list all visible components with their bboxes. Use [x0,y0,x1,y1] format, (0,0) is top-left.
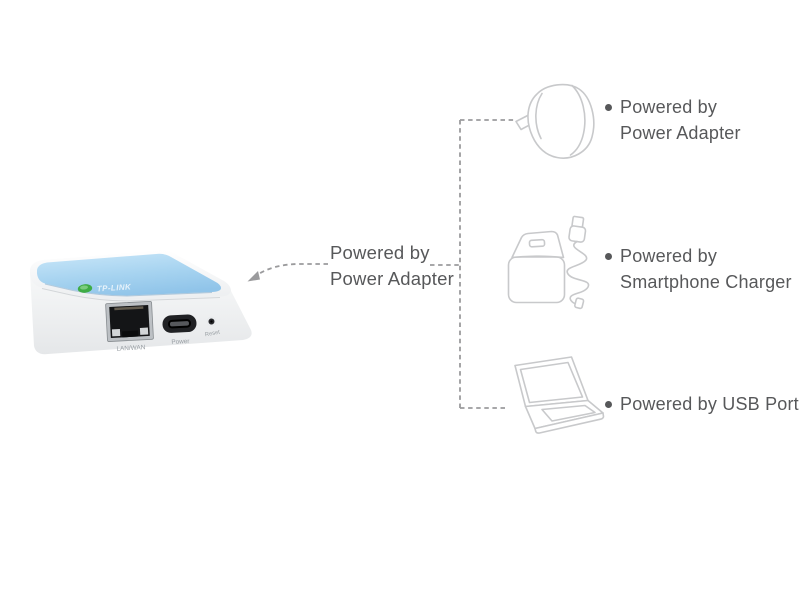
connector-label: Powered by Power Adapter [330,240,454,292]
option-line: Powered by [620,97,718,117]
bullet-icon [605,104,612,111]
router-device: TP-LINK LAN/WAN Power [30,250,252,355]
option-line: Powered by [620,246,718,266]
power-port-label: Power [171,338,190,346]
blue-groove-line [44,283,213,297]
option-smartphone-charger: Powered by Smartphone Charger [605,243,792,295]
dashed-connectors [256,119,515,409]
bullet-icon [605,253,612,260]
rim-shadow-line [41,288,221,302]
option-usb-port: Powered by USB Port [605,391,799,417]
micro-usb-port: Power [162,314,197,346]
option-line: Powered by USB Port [620,394,799,414]
usb-cable-icon [566,215,590,310]
dashed-line-to-router [256,263,328,276]
reset-label: Reset [204,330,220,339]
led-indicator [77,284,93,293]
smartphone-charger-icon [507,230,566,304]
bullet-icon [605,401,612,408]
power-adapter-icon [515,83,595,159]
connector-label-line: Powered by [330,242,430,263]
reset-button: Reset [204,316,221,338]
ethernet-port: LAN/WAN [105,300,154,353]
laptop-icon [514,356,605,434]
option-power-adapter: Powered by Power Adapter [605,94,741,146]
arrowhead-icon [247,271,260,282]
option-line: Smartphone Charger [620,272,792,292]
lan-wan-label: LAN/WAN [116,344,146,353]
connector-label-line: Power Adapter [330,268,454,289]
option-line: Power Adapter [620,123,741,143]
brand-logo-text: TP-LINK [97,282,133,293]
